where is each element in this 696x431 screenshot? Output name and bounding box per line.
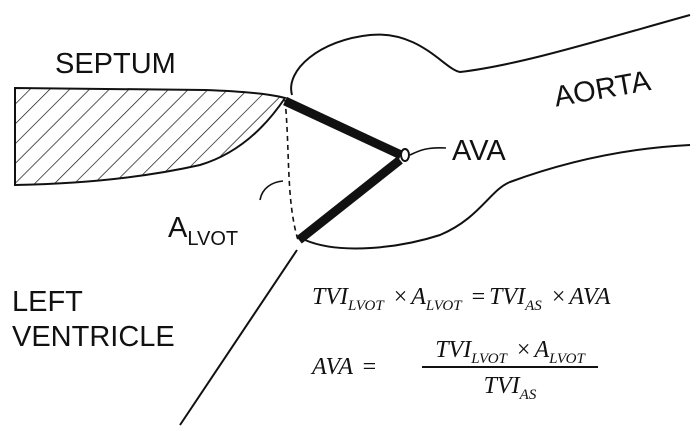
- valve-leaflet-lower: [296, 156, 403, 244]
- eq1-times2: ×: [551, 284, 566, 310]
- septum-wedge: [14, 86, 287, 187]
- eq1-term1: TVI: [312, 284, 348, 310]
- alvot-main-text: A: [168, 212, 188, 244]
- aorta-lower-outline: [304, 144, 691, 250]
- eq1-term4: AVA: [569, 284, 611, 310]
- eq1-term2-sub: LVOT: [425, 298, 462, 314]
- eq2-den-sub: AS: [519, 387, 537, 403]
- alvot-subscript: LVOT: [187, 228, 239, 250]
- lvot-dashed-line: [284, 99, 299, 241]
- eq2-denominator: TVIAS: [420, 368, 600, 403]
- eq1-term2: A: [411, 284, 426, 310]
- eq2-num-times: ×: [516, 337, 531, 363]
- ava-leader-line: [409, 147, 447, 156]
- equation-continuity: TVILVOT ×ALVOT =TVIAS ×AVA: [312, 284, 611, 314]
- eq1-term3: TVI: [489, 284, 526, 310]
- eq2-lhs-text: AVA: [312, 354, 353, 380]
- eq2-equals: =: [362, 354, 377, 380]
- eq2-fraction-bar: [422, 366, 598, 368]
- eq2-num-term1: TVI: [435, 337, 472, 363]
- alvot-label: ALVOT: [168, 212, 238, 250]
- eq2-num-term2: A: [534, 337, 550, 363]
- equation-ava-fraction: TVILVOT ×ALVOT TVIAS: [420, 337, 600, 403]
- valve-orifice: [400, 148, 410, 162]
- eq2-num-term1-sub: LVOT: [471, 351, 507, 367]
- eq2-numerator: TVILVOT ×ALVOT: [420, 337, 600, 367]
- equation-ava-lhs: AVA =: [312, 355, 380, 379]
- ava-label: AVA: [452, 135, 506, 167]
- septum-label: SEPTUM: [55, 48, 176, 80]
- left-ventricle-label-line1: LEFT: [12, 286, 83, 318]
- eq1-term3-sub: AS: [525, 298, 542, 314]
- left-ventricle-label-line2: VENTRICLE: [12, 321, 175, 353]
- aorta-upper-outline: [290, 14, 691, 96]
- valve-leaflet-upper: [283, 96, 403, 160]
- eq2-den-term: TVI: [483, 373, 520, 399]
- eq1-equals: =: [471, 284, 486, 310]
- eq2-num-term2-sub: LVOT: [549, 351, 585, 367]
- ventricle-wall-line: [179, 249, 298, 426]
- eq1-term1-sub: LVOT: [348, 298, 384, 314]
- eq1-times1: ×: [393, 284, 408, 310]
- alvot-leader-line: [259, 180, 284, 201]
